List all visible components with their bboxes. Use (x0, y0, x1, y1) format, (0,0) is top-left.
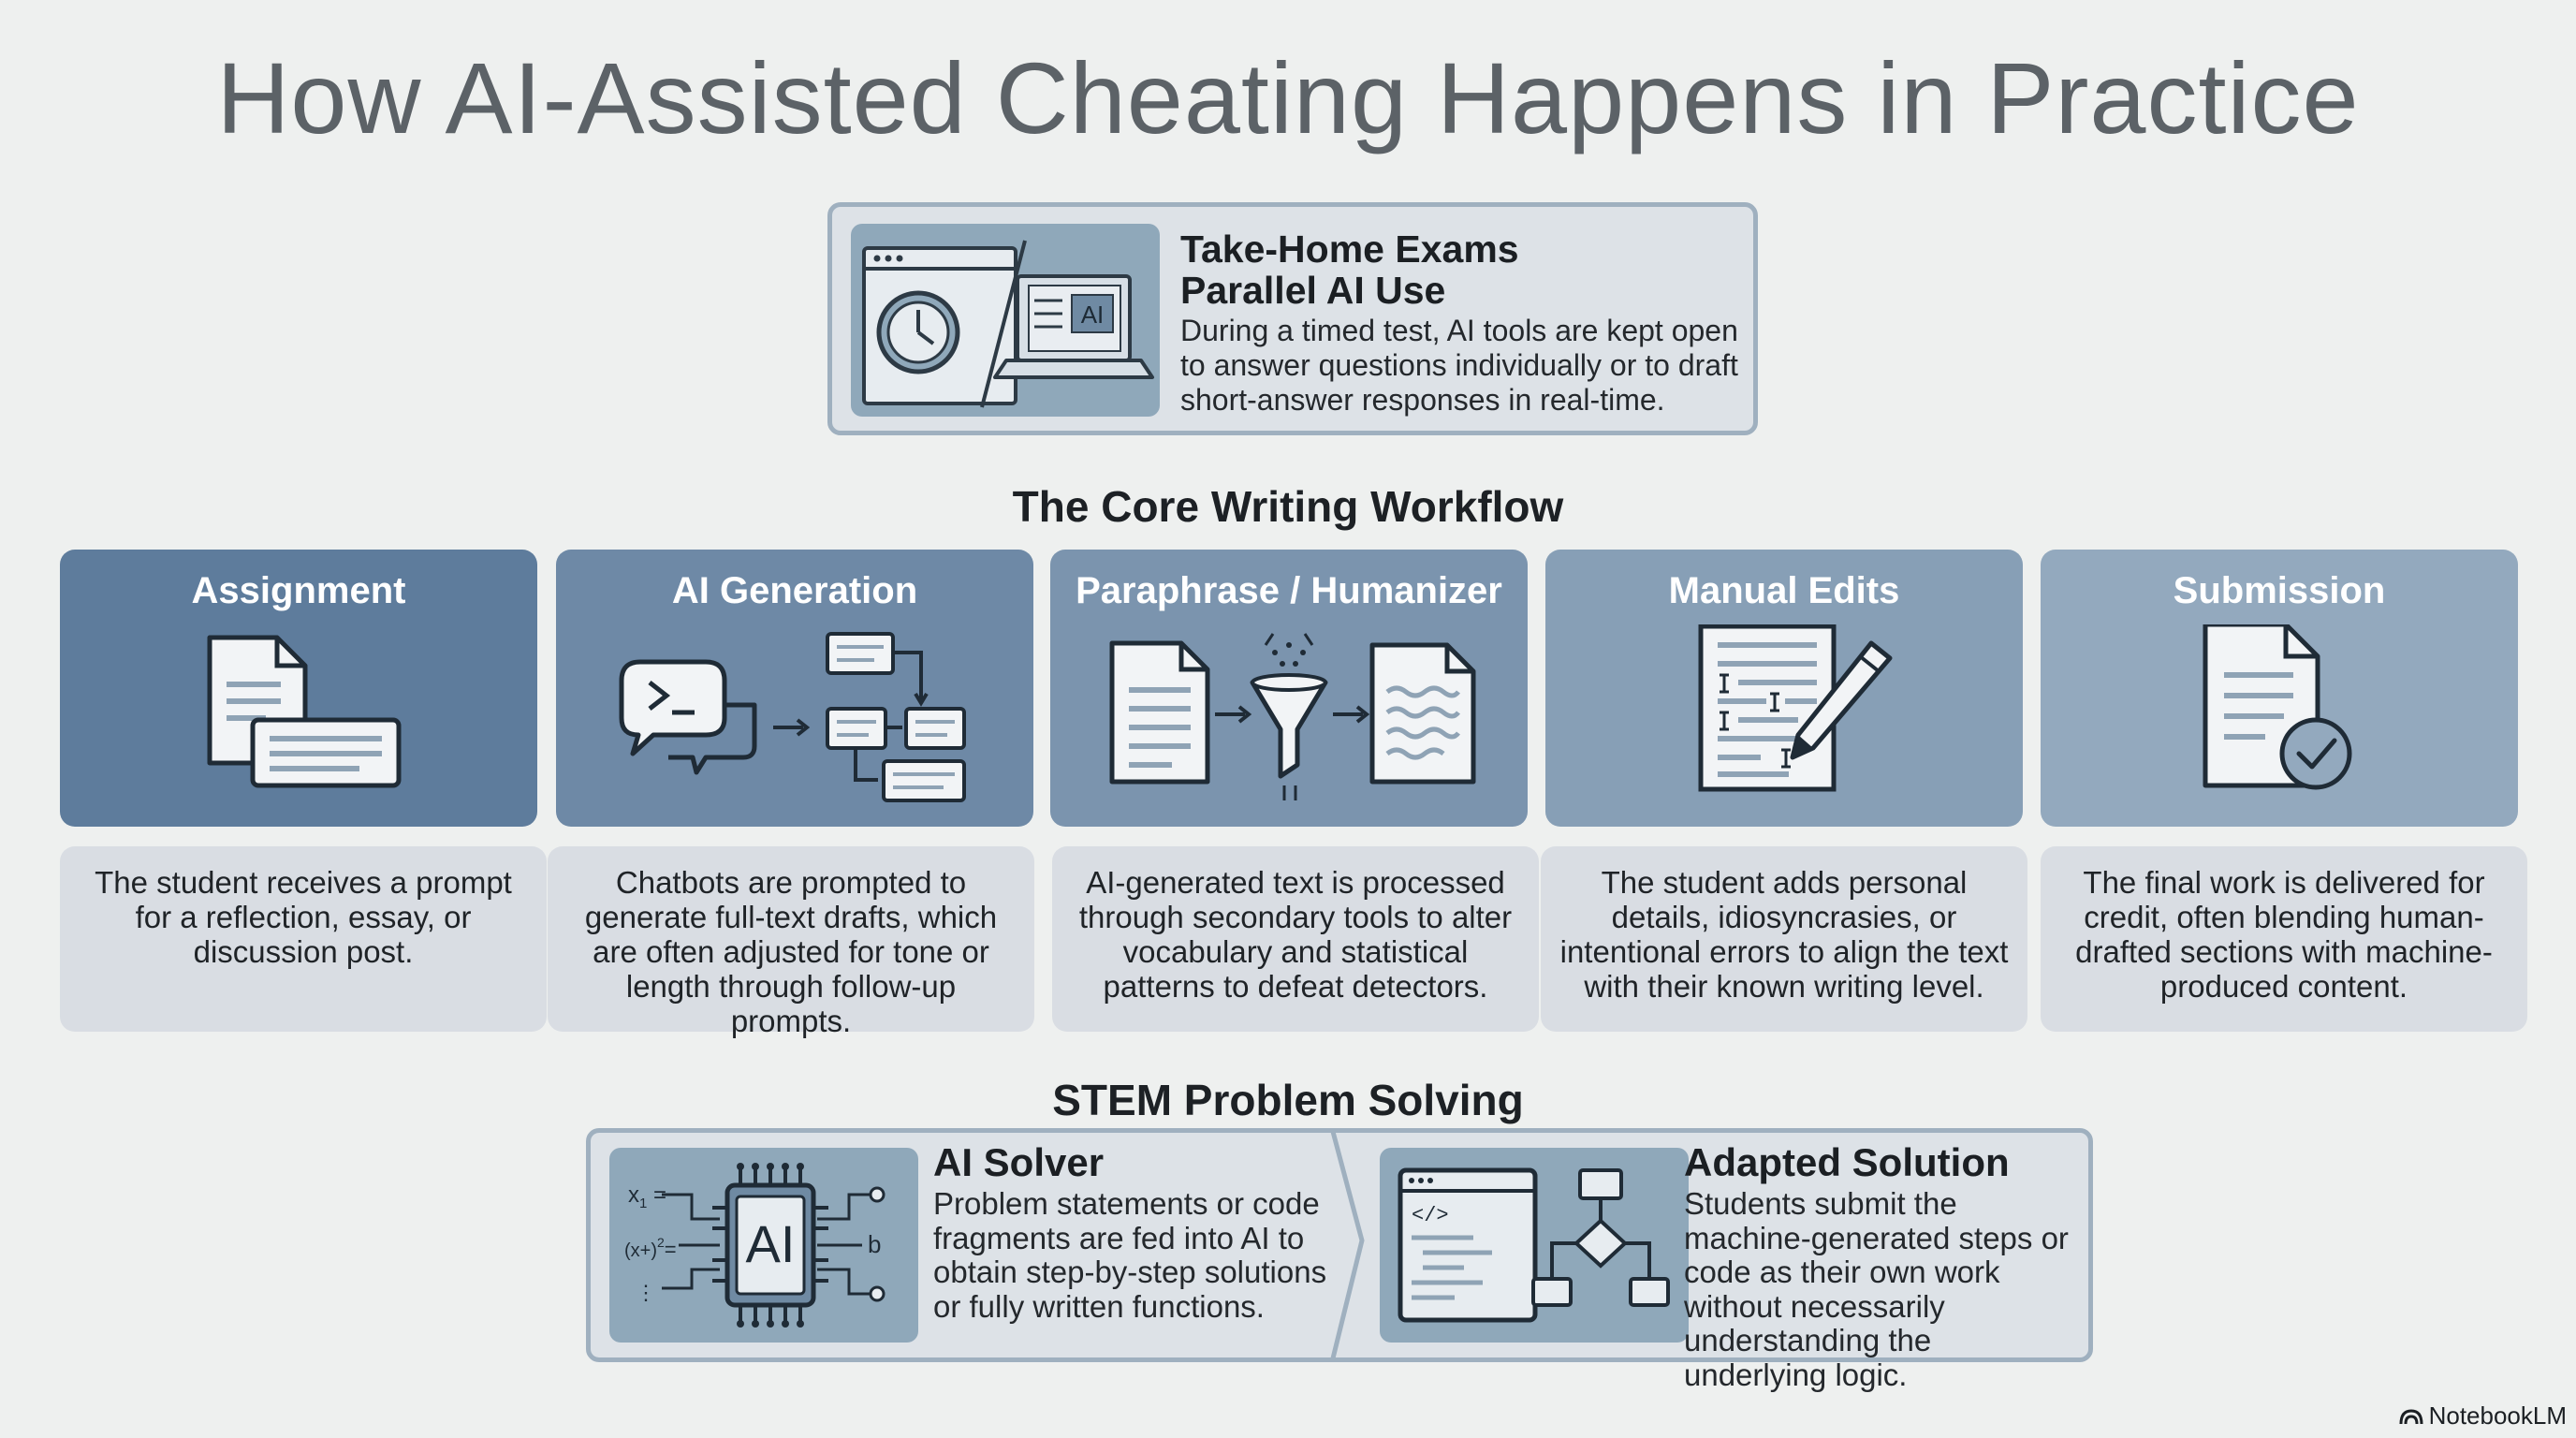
funnel-icon (1109, 633, 1476, 800)
workflow-step-manual-edits: Manual Edits (1545, 550, 2023, 827)
workflow-step-description: The final work is delivered for credit, … (2041, 846, 2527, 1032)
take-home-subtitle: Parallel AI Use (1180, 269, 1446, 312)
step-label: Manual Edits (1668, 570, 1900, 611)
formula-3: ⋮ (636, 1281, 656, 1304)
chip-pin-label: b (868, 1230, 881, 1258)
stem-heading: STEM Problem Solving (1052, 1076, 1524, 1124)
chevron-divider-icon (1329, 1128, 1365, 1362)
take-home-description: During a timed test, AI tools are kept o… (1180, 314, 1738, 417)
clock-laptop-icon: AI (862, 240, 1154, 408)
code-tag-label: </> (1412, 1204, 1449, 1227)
workflow-step-description: AI-generated text is processed through s… (1052, 846, 1539, 1032)
workflow-heading: The Core Writing Workflow (1012, 482, 1564, 531)
step-label: Paraphrase / Humanizer (1076, 570, 1502, 611)
workflow-step-description: Chatbots are prompted to generate full-t… (548, 846, 1034, 1038)
formula-1: x1 = (628, 1182, 666, 1211)
workflow-step-submission: Submission (2041, 550, 2518, 827)
take-home-title: Take-Home Exams (1180, 227, 1519, 271)
notebooklm-brand: NotebookLM (2399, 1401, 2567, 1431)
laptop-ai-label: AI (1081, 301, 1105, 329)
workflow-step-paraphrase: Paraphrase / Humanizer (1050, 550, 1528, 827)
notebooklm-logo-icon (2399, 1408, 2423, 1424)
workflow-step-description: The student adds personal details, idios… (1541, 846, 2027, 1032)
stem-card: x1 = (x+)2= ⋮ b (586, 1128, 2093, 1391)
adapted-solution-title: Adapted Solution (1684, 1140, 2010, 1184)
chip-ai-label: AI (746, 1214, 796, 1273)
timer-laptop-illustration: AI (851, 224, 1160, 417)
ai-chip-icon: x1 = (x+)2= ⋮ b (624, 1163, 886, 1328)
step-label: Assignment (191, 570, 406, 611)
brand-label: NotebookLM (2428, 1401, 2567, 1430)
documents-icon (207, 635, 402, 788)
pen-edit-icon (1698, 624, 1893, 792)
document-check-icon (2203, 624, 2352, 790)
page-title: How AI-Assisted Cheating Happens in Prac… (216, 41, 2360, 154)
take-home-card: AI Take-Home Exams Parallel AI Use Durin… (827, 202, 1758, 435)
workflow-step-assignment: Assignment (60, 550, 537, 827)
code-flowchart-illustration: </> (1380, 1148, 1689, 1343)
ai-chip-illustration: x1 = (x+)2= ⋮ b (609, 1148, 918, 1343)
code-window-icon: </> (1398, 1167, 1670, 1323)
workflow-step-ai-generation: AI Generation (556, 550, 1033, 827)
step-label: AI Generation (671, 570, 918, 611)
chat-flow-icon (619, 632, 966, 802)
adapted-solution-description: Students submit the machine-generated st… (1684, 1186, 2069, 1392)
step-label: Submission (2173, 570, 2386, 611)
ai-solver-description: Problem statements or code fragments are… (933, 1186, 1327, 1324)
formula-2: (x+)2= (624, 1235, 677, 1261)
ai-solver-title: AI Solver (933, 1140, 1105, 1184)
workflow-step-description: The student receives a prompt for a refl… (60, 846, 547, 1032)
